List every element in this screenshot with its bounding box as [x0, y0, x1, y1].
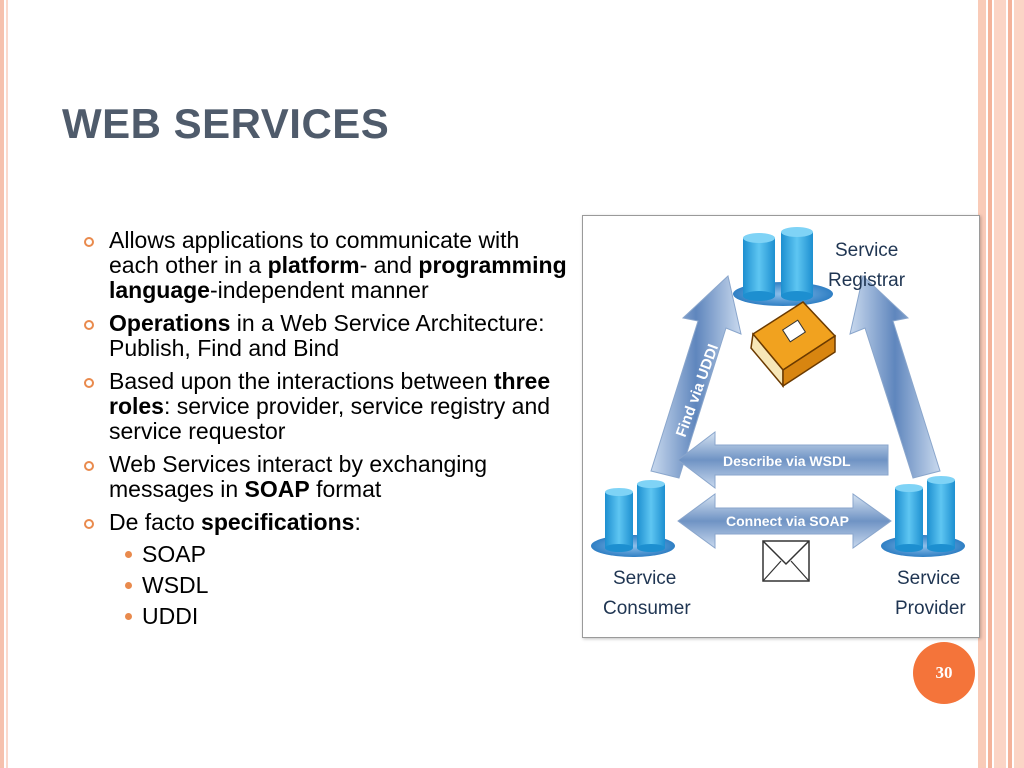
consumer-database-icon — [591, 480, 675, 557]
bullet-bold-text: programming language — [109, 252, 567, 303]
bullet-item: Allows applications to communicate with … — [84, 228, 574, 303]
bullet-item: Web Services interact by exchanging mess… — [84, 452, 574, 502]
web-services-diagram: Find via UDDI Publish via UDDI Describe … — [582, 215, 980, 638]
slide-title: WEB SERVICES — [62, 100, 390, 147]
right-border-stripe — [1014, 0, 1024, 768]
sub-bullet-list: SOAP WSDL UDDI — [109, 539, 574, 632]
bullet-text: : service provider, service registry and… — [109, 393, 551, 444]
sub-bullet-text: SOAP — [142, 541, 206, 567]
bullet-item: Based upon the interactions between thre… — [84, 369, 574, 444]
sub-bullet-item: WSDL — [125, 570, 574, 601]
sub-bullet-text: WSDL — [142, 572, 209, 598]
consumer-label-line2: Consumer — [603, 598, 691, 619]
bullet-bold-text: three roles — [109, 368, 551, 419]
left-border-stripe-inner — [6, 0, 8, 768]
bullet-bold-text: specifications — [201, 509, 355, 535]
bullet-ring-icon — [84, 320, 94, 330]
right-border-stripe — [1008, 0, 1012, 768]
provider-database-icon — [881, 476, 965, 557]
bullet-text: -independent manner — [209, 277, 429, 303]
bullet-dot-icon — [125, 551, 132, 558]
bullet-bold-text: SOAP — [244, 476, 310, 502]
provider-label-line2: Provider — [895, 598, 966, 619]
bullet-dot-icon — [125, 613, 132, 620]
bullet-text: Web Services interact by exchanging mess… — [109, 451, 487, 502]
bullet-bold-text: platform — [267, 252, 360, 278]
provider-label-line1: Service — [897, 568, 960, 589]
bullet-bold-text: Operations — [109, 310, 231, 336]
right-border-stripe — [994, 0, 1006, 768]
bullet-text: De facto — [109, 509, 202, 535]
sub-bullet-item: SOAP — [125, 539, 574, 570]
bullet-text: format — [309, 476, 382, 502]
page-number-badge: 30 — [913, 642, 975, 704]
bullet-text: Allows applications to communicate with … — [109, 227, 520, 278]
connect-via-soap-label: Connect via SOAP — [726, 513, 849, 529]
bullet-text: in a Web Service Architecture: Publish, … — [109, 310, 545, 361]
bullet-list: Allows applications to communicate with … — [84, 228, 574, 640]
bullet-text: Based upon the interactions between — [109, 368, 494, 394]
bullet-ring-icon — [84, 461, 94, 471]
bullet-ring-icon — [84, 519, 94, 529]
connect-via-soap-arrow: Connect via SOAP — [677, 493, 892, 549]
sub-bullet-text: UDDI — [142, 603, 199, 629]
right-border-stripe — [978, 0, 986, 768]
bullet-item: Operations in a Web Service Architecture… — [84, 311, 574, 361]
consumer-label-line1: Service — [613, 568, 676, 589]
registrar-label-line2: Registrar — [828, 270, 906, 291]
book-icon — [750, 301, 837, 389]
registrar-label-line1: Service — [835, 240, 898, 261]
sub-bullet-item: UDDI — [125, 601, 574, 632]
bullet-text: : — [354, 509, 361, 535]
describe-via-wsdl-label: Describe via WSDL — [723, 453, 851, 469]
right-border-stripe — [988, 0, 992, 768]
registrar-database-icon — [733, 227, 833, 306]
bullet-ring-icon — [84, 378, 94, 388]
bullet-ring-icon — [84, 237, 94, 247]
describe-via-wsdl-arrow: Describe via WSDL — [677, 430, 889, 490]
bullet-text: - and — [359, 252, 419, 278]
bullet-dot-icon — [125, 582, 132, 589]
left-border-stripe — [0, 0, 4, 768]
envelope-icon — [762, 540, 810, 582]
bullet-item: De facto specifications: SOAP WSDL UDDI — [84, 510, 574, 632]
